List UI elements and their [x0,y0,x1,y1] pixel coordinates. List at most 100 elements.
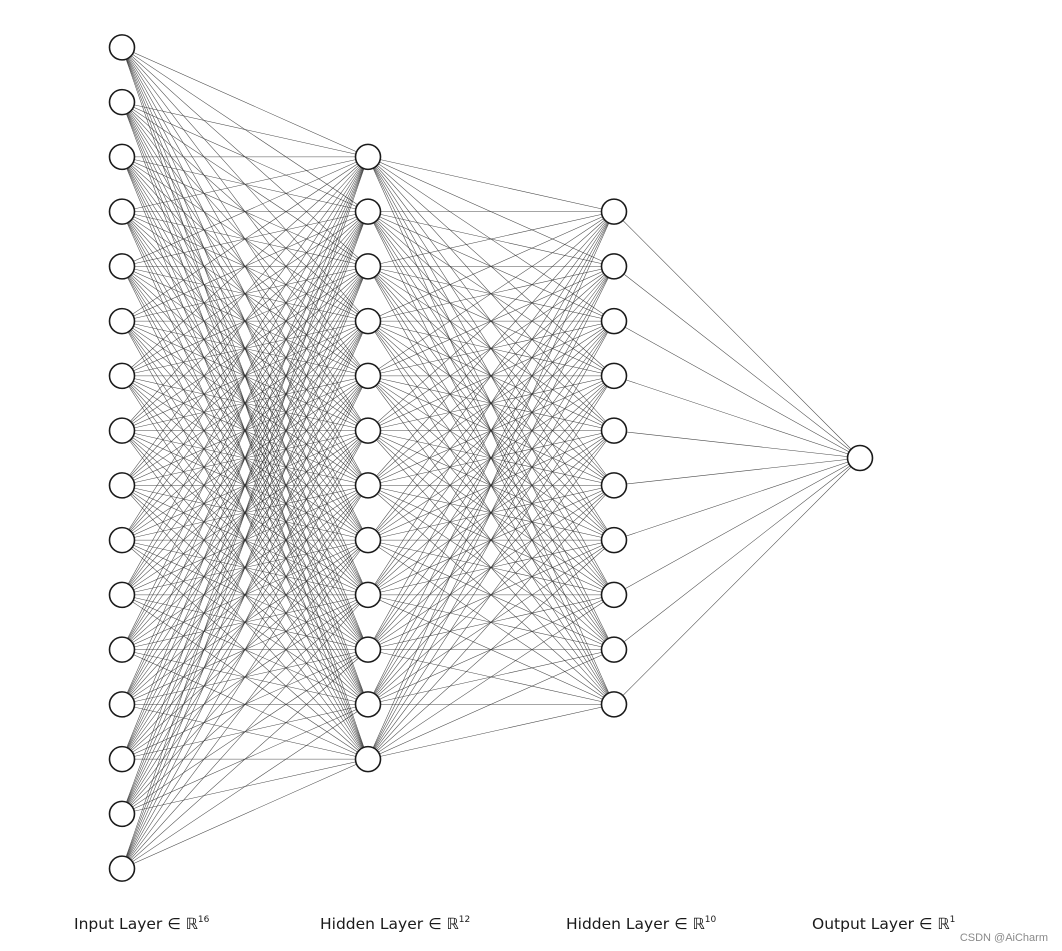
hidden-1-neuron [354,526,382,554]
hidden-1-neuron [354,307,382,335]
input-neuron [108,253,136,280]
hidden-2-neuron [600,253,628,280]
connection-edge [121,321,369,869]
connection-edge [121,156,369,705]
connection-edge [121,156,369,814]
input-neuron [108,417,136,444]
hidden-1-neuron [354,253,382,280]
connection-edge [613,320,861,459]
input-neuron [108,472,136,499]
hidden-2-neuron [600,581,628,609]
connection-edge [367,430,615,760]
connection-edge [367,485,615,760]
connection-edge [121,156,369,650]
layer-label-hidden-2: Hidden Layer ∈ ℝ10 [566,915,717,933]
connection-edge [613,211,861,459]
connection-edge [121,156,369,322]
connection-edge [367,211,615,322]
connection-edge [121,156,369,431]
connection-edge [121,375,369,869]
connection-edge [121,539,369,869]
input-neuron [108,526,136,554]
connection-edges [121,47,861,869]
connection-edge [367,375,615,760]
neuron-nodes [108,34,874,882]
input-neuron [108,691,136,718]
connection-edge [367,211,615,650]
input-neuron [108,581,136,609]
input-neuron [108,143,136,171]
connection-edge [121,156,369,541]
connection-edge [367,211,615,705]
hidden-1-neuron [354,417,382,444]
connection-edge [367,211,615,541]
connection-edge [367,539,615,760]
connection-edge [121,704,369,869]
connection-edge [121,156,369,267]
hidden-2-neuron [600,472,628,499]
input-neuron [108,34,136,61]
watermark-text: CSDN @AiCharm [960,932,1048,944]
connection-edge [121,156,369,486]
hidden-1-neuron [354,198,382,225]
connection-edge [367,156,615,212]
layer-label-input: Input Layer ∈ ℝ16 [74,915,210,933]
connection-edge [121,430,369,869]
hidden-2-neuron [600,417,628,444]
connection-edge [613,266,861,459]
connection-edge [121,485,369,869]
connection-edge [367,211,615,760]
hidden-1-neuron [354,691,382,718]
connection-edge [367,211,615,431]
connection-edge [613,457,861,650]
connection-edge [367,594,615,760]
layer-label-output: Output Layer ∈ ℝ1 [812,915,955,933]
connection-edge [367,211,615,596]
hidden-2-neuron [600,362,628,390]
connection-edge [367,266,615,760]
input-neuron [108,745,136,773]
input-neuron [108,855,136,882]
hidden-1-neuron [354,581,382,609]
connection-edge [613,375,861,459]
connection-edge [367,211,615,377]
input-neuron [108,800,136,828]
connection-edge [121,758,369,869]
hidden-1-neuron [354,362,382,390]
input-neuron [108,198,136,225]
connection-edge [121,156,369,596]
hidden-1-neuron [354,143,382,171]
hidden-1-neuron [354,472,382,499]
output-neuron [846,444,874,472]
connection-edge [613,430,861,459]
connection-edge [121,211,369,869]
hidden-2-neuron [600,526,628,554]
hidden-2-neuron [600,198,628,225]
connection-edge [121,156,369,869]
hidden-2-neuron [600,636,628,663]
connection-edge [121,156,369,212]
hidden-1-neuron [354,745,382,773]
layer-labels: Input Layer ∈ ℝ16 Hidden Layer ∈ ℝ12 Hid… [74,915,955,933]
connection-edge [121,156,369,377]
connection-edge [367,320,615,760]
connection-edge [613,457,861,705]
connection-edge [121,266,369,869]
connection-edge [613,457,861,596]
hidden-1-neuron [354,636,382,663]
connection-edge [613,457,861,541]
hidden-2-neuron [600,307,628,335]
connection-edge [121,156,369,760]
connection-edge [367,649,615,760]
connection-edge [613,457,861,486]
connection-edge [121,47,369,158]
layer-label-hidden-1: Hidden Layer ∈ ℝ12 [320,915,470,933]
connection-edge [367,211,615,486]
connection-edge [121,101,369,158]
connection-edge [367,211,615,267]
hidden-2-neuron [600,691,628,718]
input-neuron [108,307,136,335]
input-neuron [108,636,136,663]
input-neuron [108,362,136,390]
input-neuron [108,88,136,116]
